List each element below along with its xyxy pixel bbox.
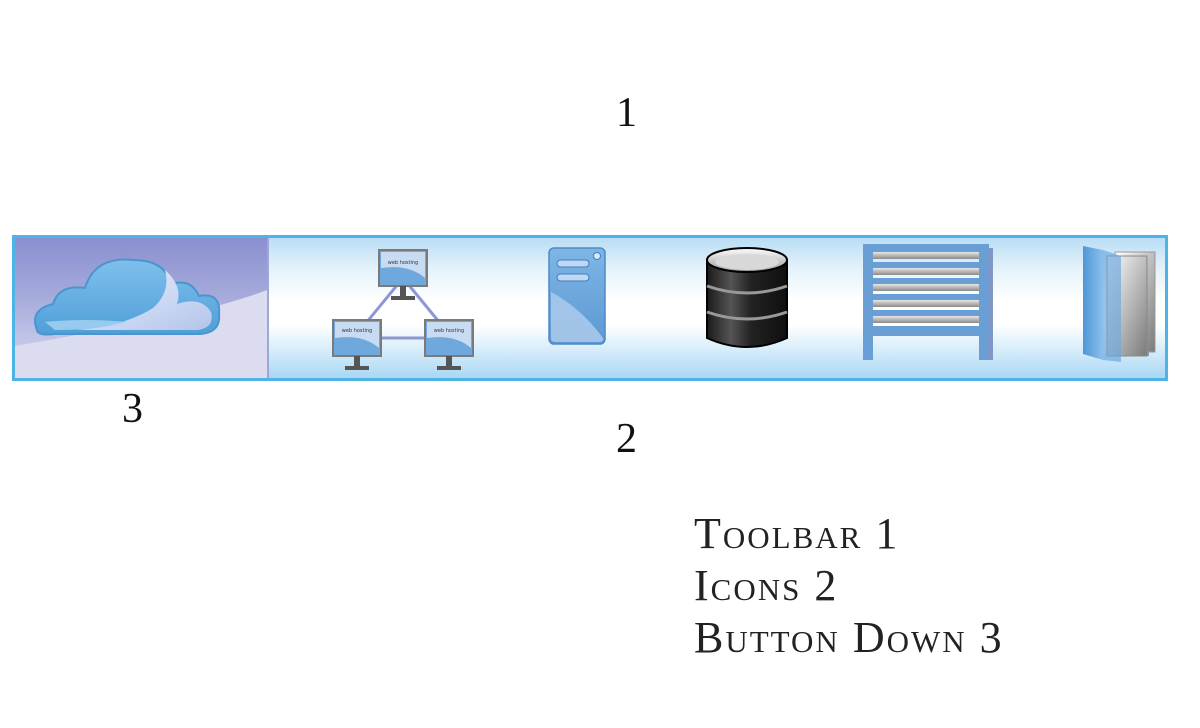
network-button[interactable]: web hosting web hosting web hosting — [329, 238, 479, 378]
callout-button-down-number: 3 — [122, 386, 143, 432]
network-icon: web hosting web hosting web hosting — [332, 249, 474, 370]
network-screen-label: web hosting — [388, 260, 418, 266]
rack-button[interactable] — [861, 238, 995, 378]
folder-icon — [1083, 246, 1156, 362]
legend: Toolbar 1 Icons 2 Button Down 3 — [694, 508, 1004, 664]
callout-icons-number: 2 — [616, 416, 637, 462]
server-button[interactable] — [541, 238, 611, 378]
network-screen-label: web hosting — [342, 328, 372, 334]
legend-button-down: Button Down 3 — [694, 613, 1004, 662]
database-icon — [706, 247, 788, 348]
rack-icon — [863, 244, 993, 360]
callout-toolbar-number: 1 — [616, 90, 637, 136]
cloud-button-pressed[interactable] — [15, 238, 269, 378]
database-button[interactable] — [699, 238, 795, 378]
server-icon — [548, 247, 606, 345]
toolbar: web hosting web hosting web hosting — [12, 235, 1168, 381]
folder-button[interactable] — [1079, 238, 1159, 378]
network-screen-label: web hosting — [434, 328, 464, 334]
legend-icons: Icons 2 — [694, 561, 839, 610]
cloud-icon — [15, 258, 267, 378]
legend-toolbar: Toolbar 1 — [694, 509, 900, 558]
